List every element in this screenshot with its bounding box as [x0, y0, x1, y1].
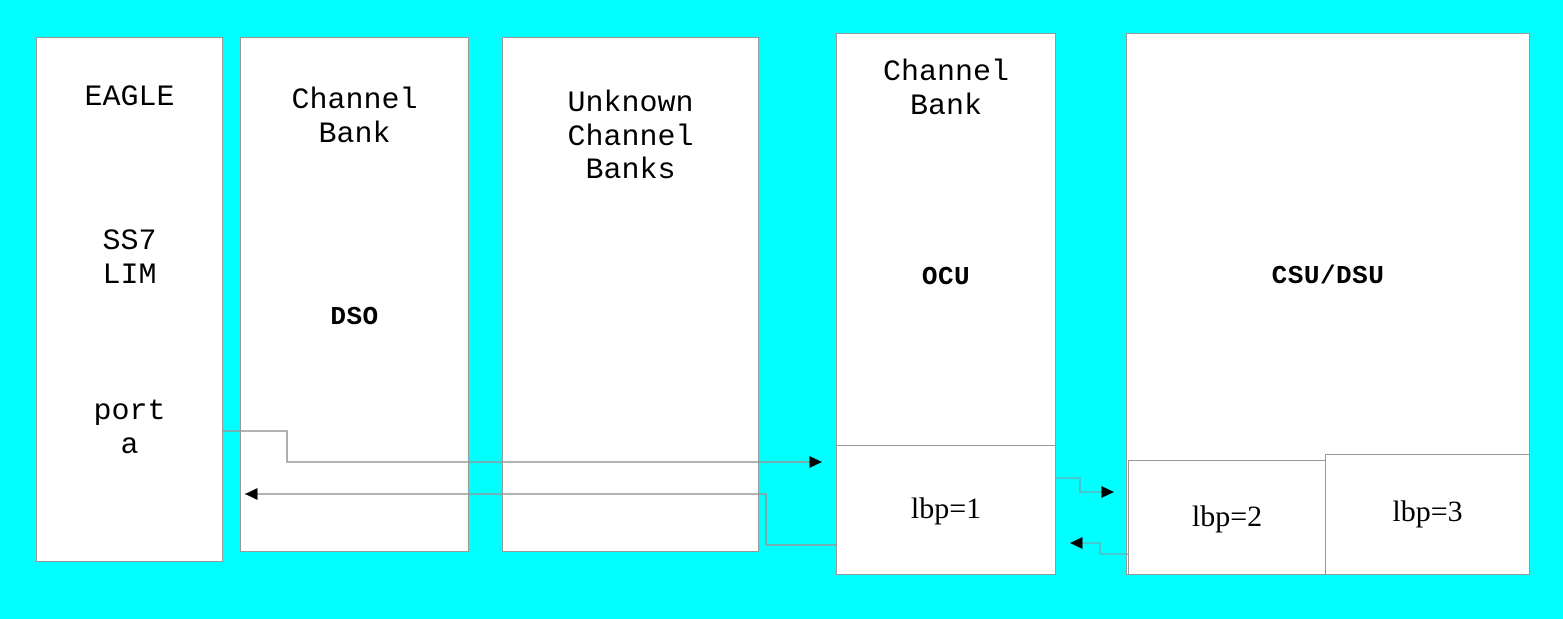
- csu-dsu-emphasis-label: CSU/DSU: [1271, 261, 1385, 291]
- wire-csu-dsu-to-ocu: [1070, 537, 1133, 555]
- lbp2-label: lbp=2: [1191, 500, 1263, 533]
- loopback-point-1-box: [836, 445, 1056, 575]
- unknown-channel-banks-title-label: Unknown Channel Banks: [567, 87, 694, 189]
- eagle-title-label: EAGLE: [84, 81, 175, 115]
- eagle-port-a-label: port a: [93, 395, 166, 463]
- loopback-point-3-box: [1325, 454, 1530, 575]
- ocu-emphasis-label: OCU: [921, 262, 971, 292]
- channel-bank-ocu-title-label: Channel Bank: [882, 56, 1010, 124]
- dso-emphasis-label: DSO: [330, 302, 379, 332]
- channel-bank-dso-box: [240, 37, 469, 552]
- lbp1-label: lbp=1: [910, 492, 982, 525]
- unknown-channel-banks-box: [502, 37, 759, 552]
- lbp3-label: lbp=3: [1392, 495, 1463, 528]
- wire-ocu-to-csu-dsu: [1056, 477, 1114, 498]
- eagle-box: [36, 37, 223, 562]
- channel-bank-dso-title-label: Channel Bank: [291, 84, 418, 152]
- loopback-point-2-box: [1128, 460, 1326, 575]
- eagle-ss7-lim-label: SS7 LIM: [102, 225, 157, 293]
